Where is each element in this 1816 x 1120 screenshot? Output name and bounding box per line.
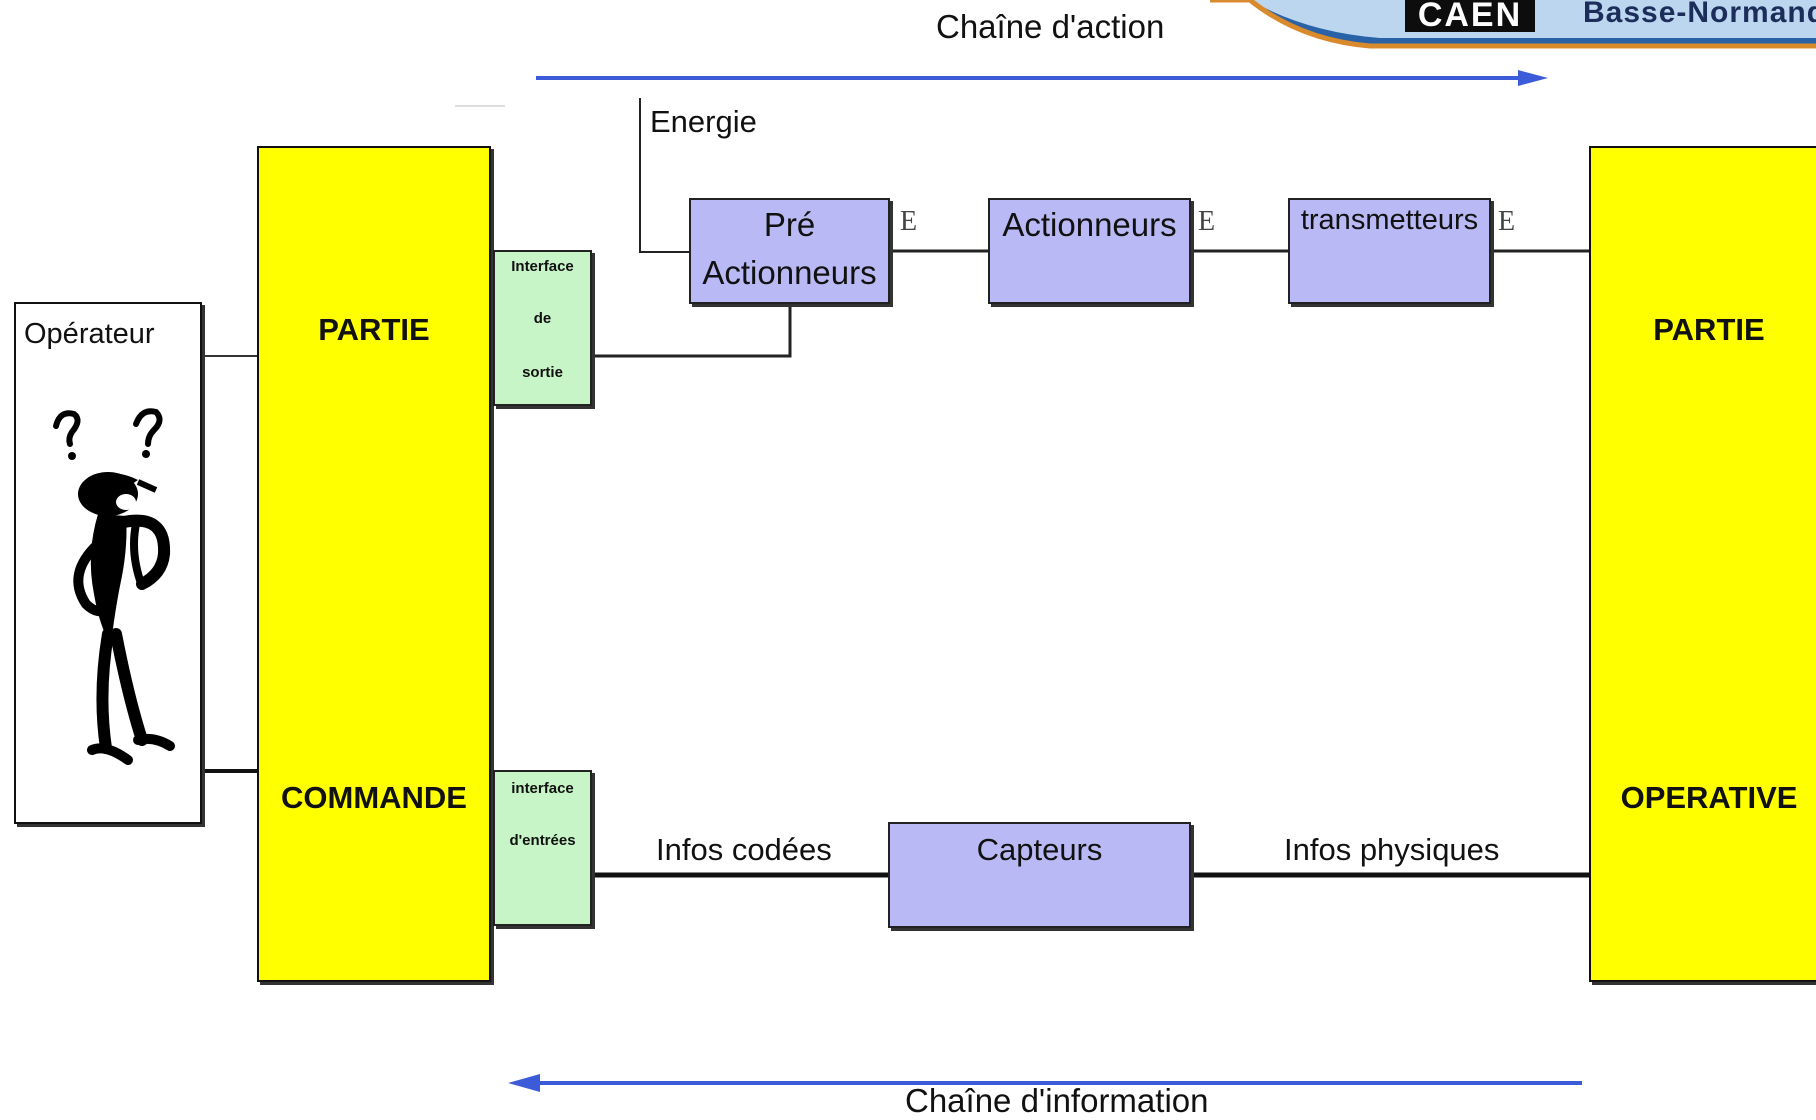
pre-actionneurs-line1: Pré: [763, 206, 816, 243]
energy-mark-1: E: [900, 206, 918, 237]
operative-title-bottom: OPERATIVE: [1620, 780, 1798, 815]
energy-mark-3: E: [1498, 206, 1516, 237]
transmetteurs-label: transmetteurs: [1300, 204, 1479, 236]
chain-action-label: Chaîne d'action: [936, 8, 1165, 45]
actionneurs-label: Actionneurs: [1002, 206, 1177, 243]
pre-actionneurs-line2: Actionneurs: [702, 254, 877, 291]
operator-box: Opérateur: [14, 302, 202, 824]
actionneurs-box: Actionneurs: [988, 198, 1191, 304]
interface-in-line1: interface: [511, 780, 574, 797]
interface-out-line2: de: [533, 310, 552, 327]
interface-de-sortie-box: Interface de sortie: [493, 250, 592, 406]
confused-person-icon: [53, 408, 175, 765]
chain-action-arrow: [536, 70, 1548, 86]
commande-title-bottom: COMMANDE: [281, 780, 467, 815]
transmetteurs-box: transmetteurs: [1288, 198, 1491, 304]
interface-out-line1: Interface: [511, 258, 574, 275]
interface-in-line2: d'entrées: [509, 832, 576, 849]
energy-label: Energie: [650, 104, 757, 139]
interface-out-line3: sortie: [522, 364, 563, 381]
operator-label: Opérateur: [24, 318, 155, 350]
energy-mark-2: E: [1198, 206, 1216, 237]
infos-physiques-label: Infos physiques: [1284, 832, 1500, 867]
pre-actionneurs-box: Pré Actionneurs: [689, 198, 890, 304]
capteurs-box: Capteurs: [888, 822, 1191, 928]
commande-title-top: PARTIE: [318, 312, 430, 347]
capteurs-label: Capteurs: [976, 832, 1103, 867]
logo-city: CAEN: [1405, 0, 1535, 32]
chain-information-arrow: [508, 1074, 1582, 1092]
partie-commande-block: PARTIE COMMANDE: [257, 146, 491, 982]
infos-codees-label: Infos codées: [656, 832, 832, 867]
partie-operative-block: PARTIE OPERATIVE: [1589, 146, 1816, 982]
interface-d-entrees-box: interface d'entrées: [493, 770, 592, 926]
operative-title-top: PARTIE: [1653, 312, 1765, 347]
logo-region: Basse-Normandie: [1583, 0, 1816, 29]
chain-information-label: Chaîne d'information: [905, 1082, 1209, 1119]
